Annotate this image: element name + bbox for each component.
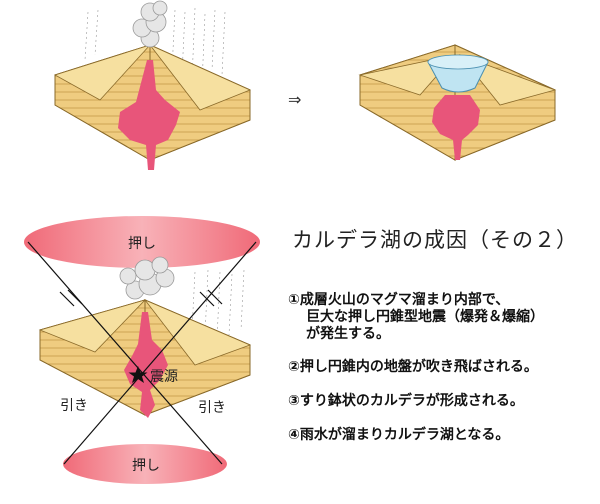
volcano-block-eruption (53, 0, 252, 170)
step-1-line-3: が発生する。 (306, 326, 390, 342)
hypocenter-star-icon (128, 366, 148, 383)
push-ellipse-top (24, 216, 260, 268)
label-pull-left: 引き (60, 398, 88, 414)
transition-arrow: ⇒ (288, 90, 302, 109)
step-1-line-1: ①成層火山のマグマ溜まり内部で、 (288, 292, 510, 308)
step-4: ④雨水が溜まりカルデラ湖となる。 (288, 427, 509, 444)
push-ellipse-bottom (63, 444, 227, 484)
step-2: ②押し円錐内の地盤が吹き飛ばされる。 (288, 359, 538, 376)
step-3: ③すり鉢状のカルデラが形成される。 (288, 393, 524, 410)
label-hypocenter: 震源 (150, 369, 178, 385)
step-1-line-2: 巨大な押し円錐型地震（爆発＆爆縮） (306, 309, 544, 325)
label-pull-right: 引き (198, 400, 226, 416)
page-title: カルデラ湖の成因（その２） (292, 228, 578, 252)
step-4-line-1: ④雨水が溜まりカルデラ湖となる。 (288, 427, 510, 443)
step-1: ①成層火山のマグマ溜まり内部で、 巨大な押し円錐型地震（爆発＆爆縮） が発生する… (288, 292, 544, 343)
volcano-block-caldera (358, 44, 557, 161)
step-3-line-1: ③すり鉢状のカルデラが形成される。 (288, 393, 524, 409)
label-push-bottom: 押し (132, 458, 160, 474)
push-cone-diagram (24, 216, 260, 484)
step-2-line-1: ②押し円錐内の地盤が吹き飛ばされる。 (288, 359, 538, 375)
label-push-top: 押し (128, 236, 156, 252)
